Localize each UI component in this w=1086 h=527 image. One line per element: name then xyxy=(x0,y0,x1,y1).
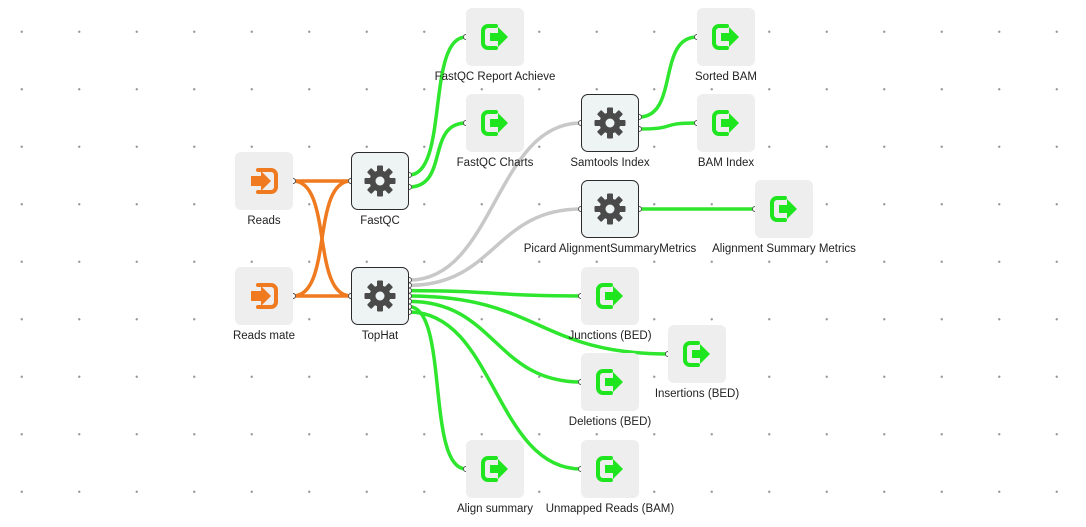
output-arrow-icon xyxy=(478,106,512,140)
node-alignment-summary-metrics[interactable] xyxy=(755,180,813,238)
gear-icon xyxy=(593,106,627,140)
node-label-alignment-metrics: Alignment Summary Metrics xyxy=(712,243,856,255)
edge-samtools_index-to-sorted_bam xyxy=(637,35,699,119)
gear-icon xyxy=(363,279,397,313)
node-label-bam-index: BAM Index xyxy=(697,157,755,169)
node-junctions-bed[interactable] xyxy=(581,267,639,325)
node-label-fastqc: FastQC xyxy=(360,215,400,227)
node-label-fastqc-charts: FastQC Charts xyxy=(456,157,534,169)
output-arrow-icon xyxy=(709,20,743,54)
node-deletions-bed[interactable] xyxy=(581,353,639,411)
gear-icon xyxy=(363,164,397,198)
node-label-deletions: Deletions (BED) xyxy=(568,416,652,428)
edge-tophat-to-junctions xyxy=(407,288,583,298)
edge-fastqc-to-fastqc_report xyxy=(407,35,468,177)
node-label-align-summary: Align summary xyxy=(456,503,534,515)
node-picard-alignment-summary-metrics[interactable] xyxy=(581,180,639,238)
edge-tophat-to-unmapped_reads xyxy=(407,310,583,471)
output-arrow-icon xyxy=(593,365,627,399)
node-fastqc[interactable] xyxy=(351,152,409,210)
output-arrow-icon xyxy=(478,20,512,54)
edge-reads_mate-to-fastqc xyxy=(291,179,353,298)
edge-tophat-to-picard xyxy=(407,207,583,288)
node-label-picard: Picard AlignmentSummaryMetrics xyxy=(523,243,697,255)
output-arrow-icon xyxy=(478,452,512,486)
node-label-fastqc-report: FastQC Report Achieve xyxy=(434,71,556,83)
node-bam-index[interactable] xyxy=(697,94,755,152)
edge-tophat-to-insertions xyxy=(407,294,670,356)
input-arrow-icon xyxy=(247,279,281,313)
gear-icon xyxy=(593,192,627,226)
output-arrow-icon xyxy=(680,337,714,371)
node-fastqc-report-achieve[interactable] xyxy=(466,8,524,66)
node-fastqc-charts[interactable] xyxy=(466,94,524,152)
node-samtools-index[interactable] xyxy=(581,94,639,152)
edge-tophat-to-deletions xyxy=(407,299,583,384)
node-label-junctions: Junctions (BED) xyxy=(568,330,652,342)
node-tophat[interactable] xyxy=(351,267,409,325)
node-label-tophat: TopHat xyxy=(361,330,399,342)
input-arrow-icon xyxy=(247,164,281,198)
node-label-samtools-index: Samtools Index xyxy=(570,157,650,169)
output-arrow-icon xyxy=(709,106,743,140)
node-label-reads: Reads xyxy=(247,215,281,227)
edge-samtools_index-to-bam_index xyxy=(637,121,699,131)
node-reads[interactable] xyxy=(235,152,293,210)
node-label-unmapped-reads: Unmapped Reads (BAM) xyxy=(545,503,675,515)
output-arrow-icon xyxy=(593,452,627,486)
output-arrow-icon xyxy=(767,192,801,226)
node-align-summary[interactable] xyxy=(466,440,524,498)
node-label-insertions: Insertions (BED) xyxy=(654,388,740,400)
edge-tophat-to-samtools_index xyxy=(407,121,583,282)
node-insertions-bed[interactable] xyxy=(668,325,726,383)
node-sorted-bam[interactable] xyxy=(697,8,755,66)
node-label-sorted-bam: Sorted BAM xyxy=(695,71,757,83)
output-arrow-icon xyxy=(593,279,627,313)
node-unmapped-reads-bam[interactable] xyxy=(581,440,639,498)
edge-fastqc-to-fastqc_charts xyxy=(407,121,468,189)
node-reads-mate[interactable] xyxy=(235,267,293,325)
node-label-reads-mate: Reads mate xyxy=(232,330,295,342)
